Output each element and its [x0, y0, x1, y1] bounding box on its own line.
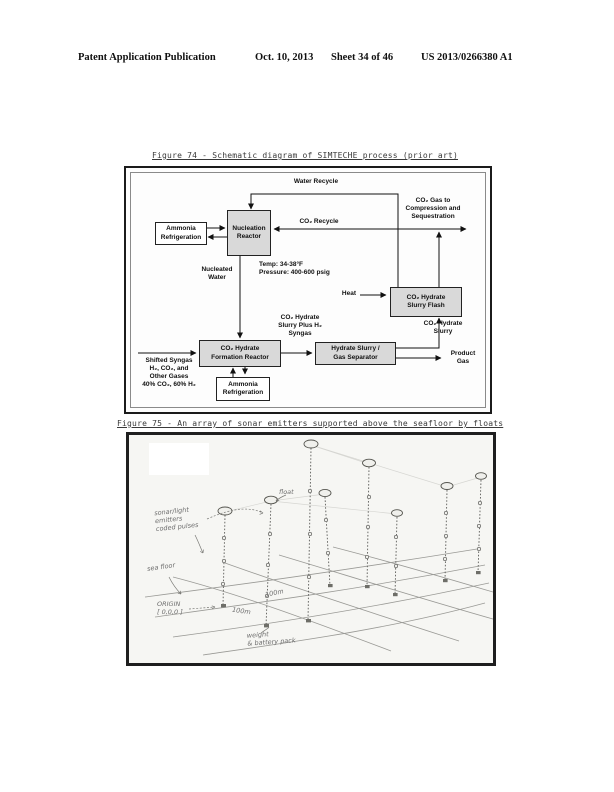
product-gas-label: Product Gas [450, 350, 476, 366]
seafloor-grid [144, 546, 493, 656]
float-annotation: float [279, 488, 294, 496]
figure75-sketch: sonar/light emitters coded pulses float … [126, 432, 496, 666]
shifted-syngas-label: Shifted Syngas H₂, CO₂, and Other Gases … [142, 357, 196, 389]
co2-hydrate-slurry-flash-box: CO₂ Hydrate Slurry Flash [390, 287, 462, 317]
origin-annotation: ORIGIN [ 0,0,0 ] [157, 600, 183, 617]
heat-label: Heat [341, 290, 356, 297]
figure74-diagram: Nucleation Reactor Ammonia Refrigeration… [124, 166, 492, 414]
emitters-annotation: sonar/light emitters coded pulses [153, 505, 199, 534]
emitter-nodes [220, 488, 483, 599]
slurry-plus-syngas-label: CO₂ Hydrate Slurry Plus H₂ Syngas [278, 314, 322, 338]
water-recycle-arrow [248, 193, 399, 287]
nucleation-reactor-box: Nucleation Reactor [227, 210, 271, 256]
slurry-to-flash-arrow [394, 317, 442, 349]
weight-annotation: weight & battery pack [246, 630, 296, 648]
figure74-caption: Figure 74 - Schematic diagram of SIMTECH… [152, 151, 459, 160]
water-recycle-label: Water Recycle [293, 178, 339, 185]
header-sheet-number: Sheet 34 of 46 [331, 52, 394, 63]
process-conditions-label: Temp: 34-38°F Pressure: 400-600 psig [259, 261, 330, 277]
co2-recycle-label: CO₂ Recycle [299, 218, 339, 225]
emitter-strings [222, 447, 482, 627]
anchor-nodes [221, 571, 481, 628]
nucleated-water-label: Nucleated Water [201, 266, 233, 282]
hydrate-slurry-gas-separator-box: Hydrate Slurry / Gas Separator [315, 342, 396, 365]
ammonia-refrigeration-top-box: Ammonia Refrigeration [155, 222, 207, 245]
annotation-arrows [168, 494, 287, 634]
float-ellipses [217, 439, 487, 517]
sketch-canvas [144, 439, 493, 656]
header-publication: Patent Application Publication [78, 52, 216, 63]
header-date: Oct. 10, 2013 [255, 52, 314, 63]
figure75-caption: Figure 75 - An array of sonar emitters s… [117, 419, 504, 428]
co2-hydrate-slurry-label: CO₂ Hydrate Slurry [423, 320, 463, 336]
header-patent-number: US 2013/0266380 A1 [421, 52, 513, 63]
faint-surface-lines [224, 444, 482, 515]
flow-arrows-canvas [138, 193, 467, 377]
ammonia-refrigeration-bottom-box: Ammonia Refrigeration [216, 377, 270, 401]
co2-gas-out-label: CO₂ Gas to Compression and Sequestration [405, 197, 461, 221]
co2-hydrate-formation-reactor-box: CO₂ Hydrate Formation Reactor [199, 340, 281, 367]
blank-patch [149, 443, 209, 475]
